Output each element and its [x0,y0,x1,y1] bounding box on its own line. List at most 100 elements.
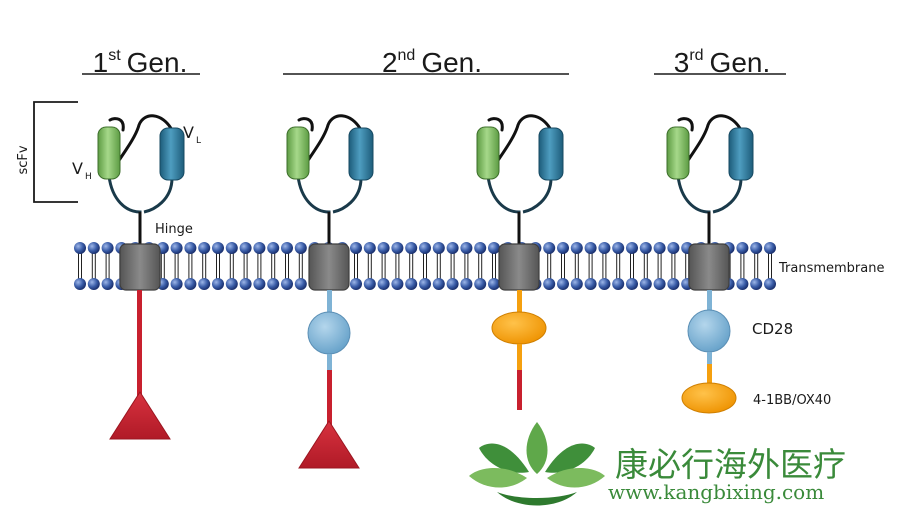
lipid-head [184,278,197,290]
vh-label-main: V [72,159,83,178]
vh-label-sub: H [85,172,92,182]
transmembrane-domain [308,243,350,291]
lipid-head [543,278,556,290]
cd28-label: CD28 [752,320,793,338]
lipid-head [570,278,583,290]
transmembrane-domain [688,243,730,291]
lipid-head [225,242,238,254]
cd28-domain [687,309,731,353]
cd28-linker [707,352,712,364]
watermark: 康必行海外医疗 www.kangbixing.com [469,422,846,506]
scfv-label: scFv [16,145,31,174]
lipid-bilayer [74,242,776,290]
lipid-head [170,242,183,254]
gen2-suffix: nd [398,47,416,64]
vh-linker [296,175,331,240]
lipid-head [653,242,666,254]
vh-cap-linker [677,117,694,132]
lipid-head [377,278,390,290]
lipid-head [87,278,100,290]
lipid-head [446,278,459,290]
lipid-head [350,278,362,290]
watermark-title: 康必行海外医疗 [615,445,846,484]
vh-cap-linker [108,117,125,132]
lipid-head [598,242,611,254]
lipid-head [557,242,569,254]
lipid-head [350,242,362,254]
car-receptor-gen2a [286,114,374,469]
lipid-head [639,278,652,290]
vh-linker [486,175,521,240]
cd28-stalk [707,290,712,314]
vl-label-sub: L [196,136,201,146]
lipid-head [239,278,252,290]
lipid-head [377,242,390,254]
car-receptor-gen1 [97,114,185,440]
lotus-logo [469,422,605,506]
lipid-head [419,278,431,290]
lipid-head [570,242,583,254]
vl-label-main: V [183,123,194,142]
lipid-head [488,242,500,254]
lipid-head [363,278,376,290]
lipid-head [281,242,293,254]
cd3z-tail [327,370,332,426]
lipid-head [667,278,680,290]
cd28-domain [307,311,351,355]
gen2-word: Gen. [421,47,482,78]
lipid-head [405,242,418,254]
vl-label: V L [183,123,201,146]
lipid-head [74,278,86,290]
lipid-head [267,278,280,290]
transmembrane-label: Transmembrane [778,261,884,276]
lipid-head [474,278,487,290]
costim-stalk [517,290,522,312]
lipid-head [391,278,404,290]
costim-label: 4-1BB/OX40 [753,393,831,408]
lipid-tails [78,253,772,279]
car-receptor-gen2b [476,114,564,410]
hinge-label: Hinge [155,222,193,237]
vl-domain [728,127,754,181]
lipid-head [764,278,776,290]
transmembrane-domain [119,243,161,291]
lipid-head [294,242,307,254]
lipid-head [239,242,252,254]
lipid-head [626,242,638,254]
lipid-head [101,278,114,290]
vl-linker [522,177,553,214]
gen3-suffix: rd [689,47,703,64]
vh-label: V H [72,159,92,182]
cd28-stalk [327,290,332,314]
lipid-head [750,278,763,290]
lipid-head [460,278,473,290]
gen3-number: 3 [674,47,690,78]
lipid-head [419,242,431,254]
gen1-number: 1 [93,47,109,78]
scfv-bracket: scFv [16,101,78,203]
lipid-head [736,242,749,254]
transmembrane-domain [498,243,540,291]
vh-domain [666,126,690,180]
gen1-suffix: st [108,47,121,64]
vl-linker [712,177,743,214]
lipid-head [198,242,211,254]
vh-domain [476,126,500,180]
gen2-number: 2 [382,47,398,78]
cd3z-signal-domain [298,420,360,469]
lipid-head [253,278,266,290]
costim-domain [681,382,737,414]
lipid-head [598,278,611,290]
lipid-head [764,242,776,254]
costim-domain [491,311,547,345]
lipid-head [170,278,183,290]
cd3z-signal-domain [109,391,171,440]
watermark-url: www.kangbixing.com [608,480,824,504]
lipid-head [198,278,211,290]
car-receptor-gen3 [666,114,754,414]
lipid-head [363,242,376,254]
